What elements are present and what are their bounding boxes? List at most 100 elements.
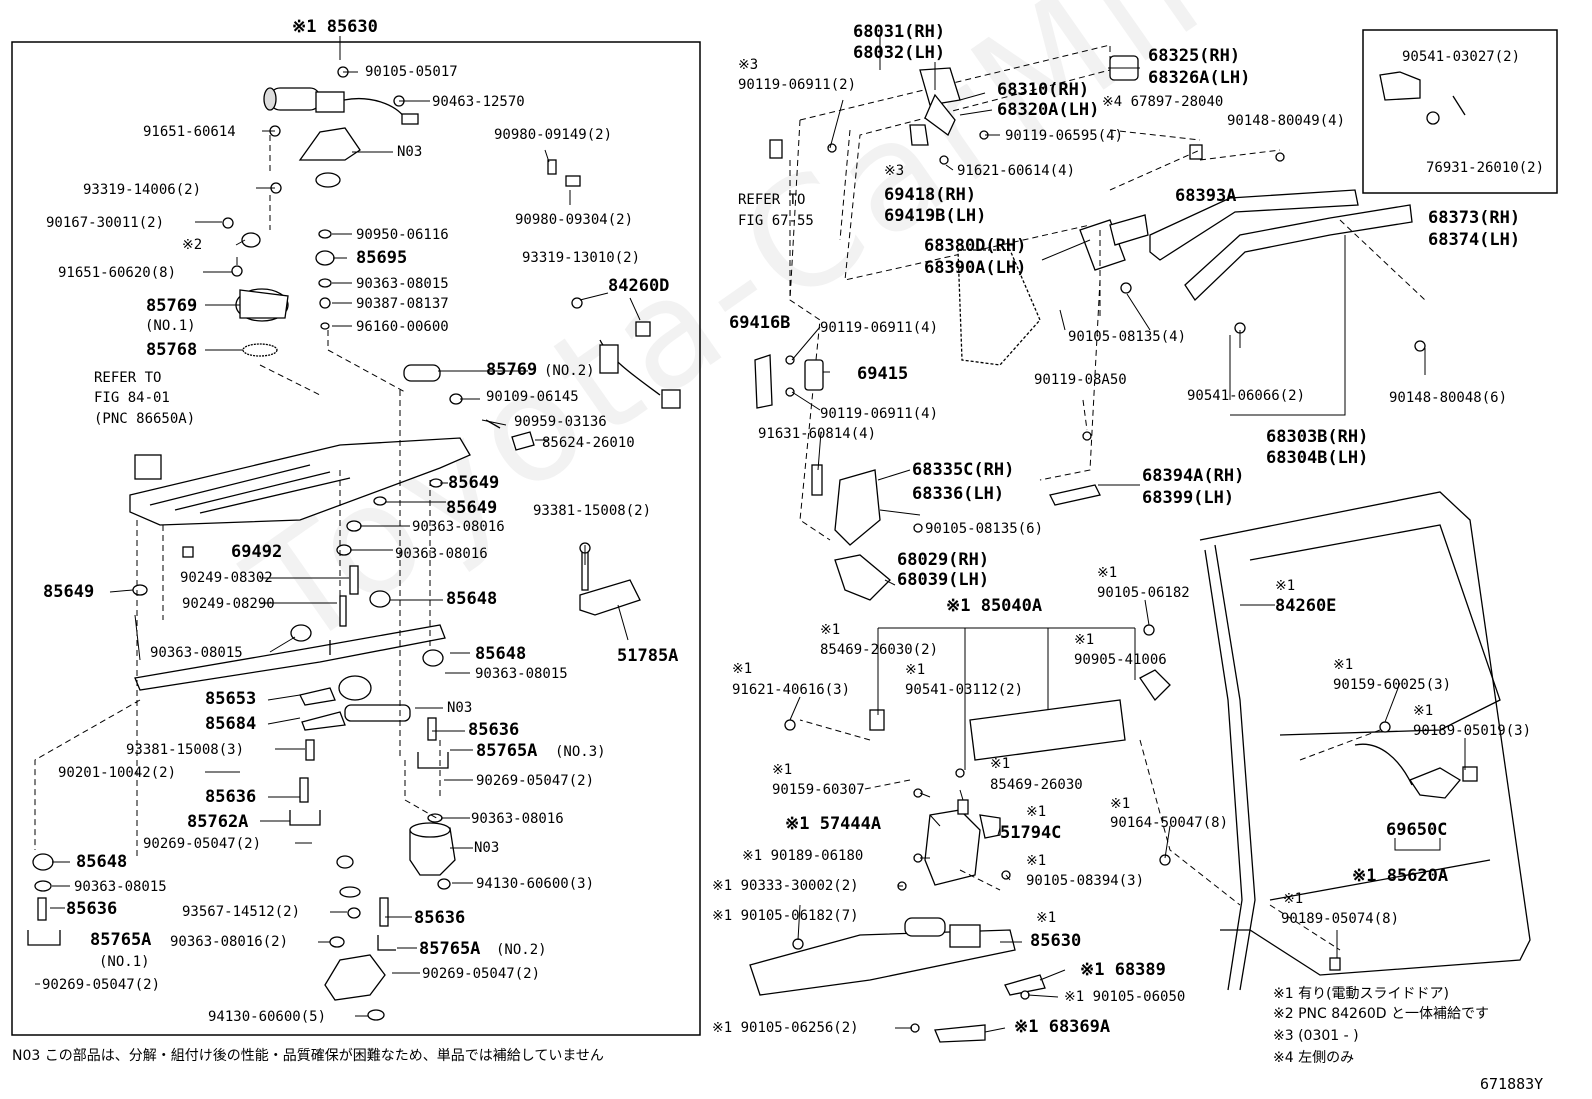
part-label: 69650C [1386,820,1448,840]
part-note: (NO.3) [555,744,606,760]
part-label: 90119-06911(4) [820,320,939,336]
part-label: 90201-10042(2) [58,765,177,781]
part-label: 68399(LH) [1142,488,1235,508]
part-label: 96160-00600 [356,319,449,335]
part-label: ※1 68369A [1014,1017,1111,1037]
inset-part-label: 68373(RH) [1428,208,1521,228]
part-label: 69416B [729,313,791,333]
part-label: 68380D(RH) [924,236,1027,256]
window-glass [957,249,1041,366]
part-label: 68390A(LH) [924,258,1027,278]
n03-marker: N03 [397,144,423,160]
refer-text: FIG 67-55 [738,213,814,229]
part-label: ※1 90189-06180 [742,848,864,864]
part-label: 90363-08015 [356,276,449,292]
left-assembly-guides [34,135,441,860]
part-label: 90950-06116 [356,227,449,243]
part-label: 90959-03136 [514,414,607,430]
part-label: ※1 90333-30002(2) [712,878,859,894]
note-marker: ※1 [1283,891,1304,907]
note-marker: ※1 [905,662,926,678]
part-label: 85695 [356,248,408,268]
note-marker: ※1 [1333,657,1354,673]
part-label: 85636 [468,720,520,740]
note-marker: ※1 [732,661,753,677]
part-label: 93319-13010(2) [522,250,641,266]
part-label: 90363-08016 [471,811,564,827]
part-label: 84260D [608,276,670,296]
part-label: 90269-05047(2) [42,977,161,993]
part-label: 90269-05047(2) [476,773,595,789]
part-label: 68029(RH) [897,550,990,570]
note-marker: ※1 [772,762,793,778]
part-label: 85765A [419,939,481,959]
door-frame-outline [789,44,1111,541]
part-label: 51785A [617,646,679,666]
note-marker: ※1 [1275,578,1296,594]
part-label: 85649 [448,473,500,493]
part-label: 85648 [446,589,498,609]
stopper-69416b [754,354,824,409]
part-label: 90269-05047(2) [422,966,541,982]
part-label: ※1 85620A [1352,866,1449,886]
part-label: 51794C [1000,823,1062,843]
part-label: 85649 [43,582,95,602]
part-label: 85624-26010 [542,435,635,451]
part-label: 90189-05019(3) [1413,723,1532,739]
part-note: (NO.2) [496,942,547,958]
right-leaders [789,35,1466,1033]
cover-57444a [913,788,1171,886]
part-label: 90148-80049(4) [1227,113,1346,129]
part-label: 68304B(LH) [1266,448,1369,468]
part-label: 90159-60025(3) [1333,677,1452,693]
note-marker: ※1 [1036,910,1057,926]
clip-85765a-no3 [289,739,449,826]
part-label: ※1 90105-06050 [1064,989,1186,1005]
part-label: ※4 67897-28040 [1102,94,1224,110]
part-label: 90164-50047(8) [1110,815,1229,831]
part-label: 85769 [146,296,198,316]
part-label: 91621-60614(4) [957,163,1076,179]
part-label: 90387-08137 [356,296,449,312]
pulley-lower [409,813,456,890]
part-label: 94130-60600(5) [208,1009,327,1025]
part-label: 90105-05017 [365,64,458,80]
part-label: 90905-41006 [1074,652,1167,668]
part-label: 68326A(LH) [1148,68,1251,88]
part-label: 85648 [475,644,527,664]
part-label: 85768 [146,340,198,360]
note-marker: ※1 [990,756,1011,772]
note-marker: ※1 [1413,703,1434,719]
part-label: 85653 [205,689,257,709]
part-label: 90119-06911(4) [820,406,939,422]
base-plate [129,437,471,526]
inset-part-label: 90541-03027(2) [1402,49,1521,65]
part-label: ※1 90105-06182(7) [712,908,859,924]
part-label: ※1 90105-06256(2) [712,1020,859,1036]
part-label: 85648 [76,852,128,872]
part-label: 90159-60307 [772,782,865,798]
part-label: 68335C(RH) [912,460,1015,480]
part-label: 90363-08016(2) [170,934,289,950]
part-label: 93567-14512(2) [182,904,301,920]
part-label: 90148-80048(6) [1389,390,1508,406]
part-label: 68303B(RH) [1266,427,1369,447]
motor-85630-right [749,881,1046,1043]
part-label: 68394A(RH) [1142,466,1245,486]
part-label: 91621-40616(3) [732,682,851,698]
part-label: 69492 [231,542,283,562]
part-label: 90105-08135(6) [925,521,1044,537]
part-label: 90249-08302 [180,570,273,586]
note-marker: ※1 [1026,804,1047,820]
bracket-51785a [579,542,641,616]
refer-text: (PNC 86650A) [94,411,196,427]
part-label: 85636 [205,787,257,807]
footnote: ※2 PNC 84260D と一体補給です [1273,1006,1489,1022]
part-label: 94130-60600(3) [476,876,595,892]
footnote: ※4 左側のみ [1273,1050,1355,1066]
part-label: 68325(RH) [1148,46,1241,66]
part-label: 90109-06145 [486,389,579,405]
part-label: 68031(RH) [853,22,946,42]
part-label: 68032(LH) [853,43,946,63]
